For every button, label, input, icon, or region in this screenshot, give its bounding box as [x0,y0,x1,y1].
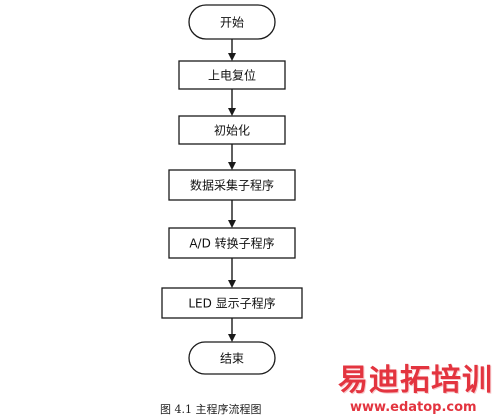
edges-layer [228,39,236,342]
arrowhead-icon [228,162,236,170]
node-data-acquisition-label: 数据采集子程序 [190,178,274,193]
edge-power-reset-to-init [228,89,236,116]
node-end: 结束 [188,341,276,375]
node-end-shape [188,341,276,375]
watermark-text: 易迪拓培训 [338,363,493,398]
node-init-shape [178,115,286,145]
node-init: 初始化 [178,115,286,145]
edge-ad-conversion-to-led-display [228,258,236,288]
watermark-url: www.edatop.com [350,400,477,415]
edge-start-to-power-reset [228,39,236,61]
figure-caption: 图 4.1 主程序流程图 [160,403,262,416]
arrowhead-icon [228,334,236,342]
node-ad-conversion-label: A/D 转换子程序 [189,236,274,251]
node-led-display-shape [161,287,303,319]
arrowhead-icon [228,220,236,228]
node-ad-conversion: A/D 转换子程序 [168,227,296,259]
watermark-logo: 易迪拓培训 www.edatop.com [338,364,498,420]
edge-data-acquisition-to-ad-conversion [228,200,236,228]
node-start-shape [188,4,276,40]
edge-led-display-to-end [228,318,236,342]
node-power-reset-shape [178,60,286,90]
node-ad-conversion-shape [168,227,296,259]
node-start: 开始 [188,4,276,40]
node-power-reset-label: 上电复位 [208,68,256,83]
node-data-acquisition-shape [168,169,296,201]
arrowhead-icon [228,108,236,116]
arrowhead-icon [228,53,236,61]
node-led-display-label: LED 显示子程序 [188,296,275,311]
node-led-display: LED 显示子程序 [161,287,303,319]
node-data-acquisition: 数据采集子程序 [168,169,296,201]
node-end-label: 结束 [220,352,244,366]
edge-init-to-data-acquisition [228,144,236,170]
node-init-label: 初始化 [214,124,250,138]
arrowhead-icon [228,280,236,288]
node-start-label: 开始 [220,16,244,30]
node-power-reset: 上电复位 [178,60,286,90]
